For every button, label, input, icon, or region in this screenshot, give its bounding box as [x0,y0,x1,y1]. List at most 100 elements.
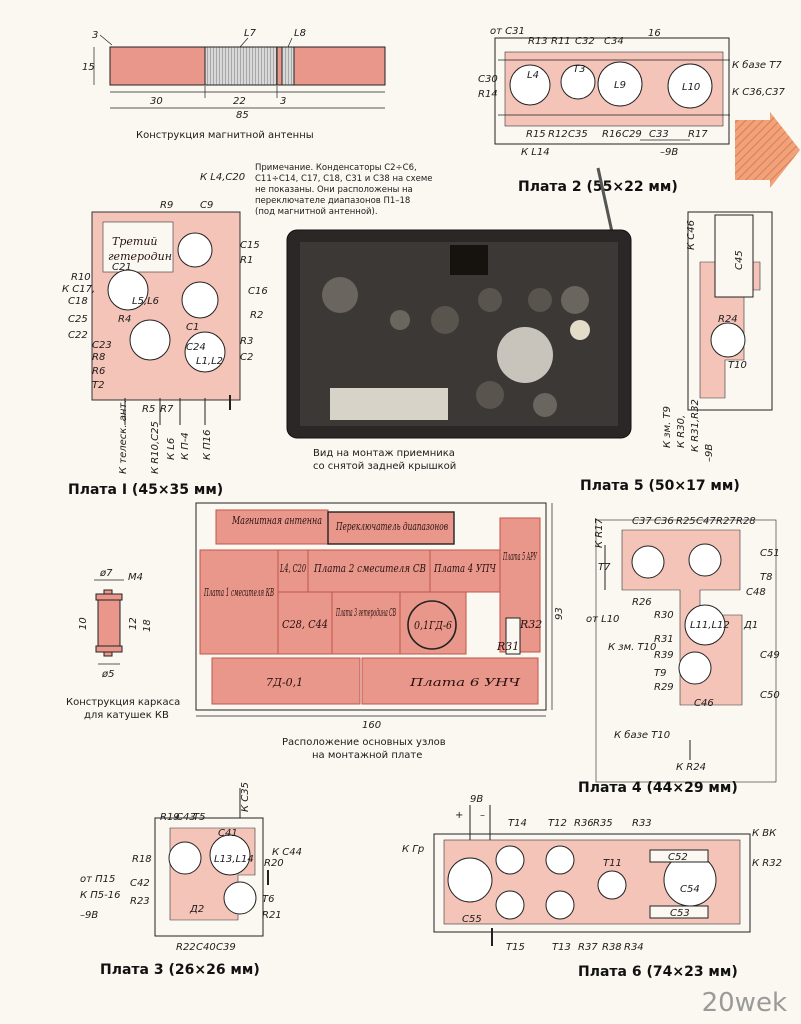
b4-l0: К R17 [594,517,605,548]
antenna-l7-label: L7 [244,28,257,39]
b4-l12: R26 [632,597,652,608]
note-line-2: C11÷C14, C17, C18, C31 и C38 на схеме [255,174,433,184]
b3-l4: C41 [218,828,238,839]
b4-l19: C49 [760,650,780,661]
b1-l6: C16 [248,286,268,297]
b3-l11: К П5-16 [80,890,121,901]
b5-l4: К зм. T9 [662,406,673,448]
board4-drawing [595,519,777,783]
b1-l5: R1 [240,255,253,266]
board6-drawing [433,805,751,946]
b6-l17: T13 [552,942,571,953]
board3-drawing [154,788,269,937]
b1-l24: C1 [186,322,199,333]
b2-l21: К L14 [521,147,550,158]
b2-l22: –9В [660,147,678,158]
b3-l13: T6 [262,894,274,905]
b5-l3: T10 [728,360,747,371]
lb-d7: 7Д-0,1 [266,676,303,689]
board1-title: Плата I (45×35 мм) [68,482,223,498]
b1-l3: C21 [112,262,132,273]
photo-caption-1: Вид на монтаж приемника [313,448,455,459]
b6-l11: C52 [668,852,688,863]
layout-dim-160: 160 [362,720,381,731]
b2-l4: C34 [604,36,624,47]
antenna-l8-label: L8 [294,28,306,39]
b5-l2: R24 [718,314,738,325]
b3-l1: R19 [160,812,180,823]
b6-l15: C53 [670,908,690,919]
frame-d12: 12 [128,617,139,630]
lb-switch: Переключатель диапазонов [335,520,448,533]
b3-l15: Д2 [189,904,204,915]
watermark: 20wek [701,988,787,1018]
b2-l12: К базе T7 [732,59,782,71]
b6-l3: T14 [508,818,527,829]
lb-r32: R32 [519,618,542,631]
b4-l24: К базе T10 [614,729,670,741]
antenna-caption: Конструкция магнитной антенны [136,130,314,141]
coil-frame-drawing [94,579,124,665]
lb-r31: R31 [496,640,519,653]
note-line-3: не показаны. Они расположены на [255,185,413,195]
b1-l30: К П16 [202,429,213,460]
layout-caption-1: Расположение основных узлов [282,737,446,748]
b4-l17: R31 [654,634,674,645]
b4-l2: C36 [654,516,674,527]
b3-l5: К C44 [272,847,302,858]
b4-l6: R28 [736,516,756,527]
b1-l4: C15 [240,240,260,251]
photo-caption-2: со снятой задней крышкой [313,461,456,472]
lb-board4: Плата 4 УПЧ [433,562,496,575]
b3-l10: C42 [130,878,150,889]
antenna-dim-3b: 3 [280,96,286,107]
lb-l4c20: L4, C20 [279,562,306,575]
b3-l18: C40 [196,942,216,953]
b2-l7: R14 [478,89,498,100]
b1-l14: C23 [92,340,112,351]
b2-l14: R15 [526,129,546,140]
b3-l9: от П15 [80,874,115,885]
b3-l2: C43 [176,812,196,823]
lb-board6: Плата 6 УНЧ [409,676,521,689]
b2-l16: C35 [568,129,588,140]
lb-board2: Плата 2 смесителя СВ [313,562,426,575]
b6-l9: К Гр [402,844,424,855]
b6-l13: C54 [680,884,700,895]
b1-l1: C9 [200,200,213,211]
b6-l10: T11 [603,858,622,869]
antenna-dim-22: 22 [233,96,246,107]
b4-l22: C50 [760,690,780,701]
b1-l0: R9 [160,200,173,211]
note-line-5: (под магнитной антенной). [255,207,378,217]
layout-blocks-text: Магнитная антенна Переключатель диапазон… [204,514,543,689]
b6-l8: К ВК [752,828,777,839]
lb-board5: Плата 5 АРУ [503,550,538,563]
b4-l9: T8 [760,572,772,583]
b6-l6: R35 [593,818,613,829]
b4-l20: T9 [654,668,666,679]
b3-l7: L13,L14 [214,854,254,865]
b4-l7: T7 [598,562,611,573]
board3-title: Плата 3 (26×26 мм) [100,962,260,978]
board1-bottom-leads: К телеск. ант. К R10,C25 К L6 К П-4 К П1… [118,400,213,474]
b3-l14: –9В [80,910,98,921]
b3-l12: R23 [130,896,150,907]
b3-l6: R18 [132,854,152,865]
b1-l13: R4 [118,314,131,325]
b6-l0: 9В [470,794,483,805]
b2-l13: К C36,C37 [732,87,786,98]
b4-l10: C48 [746,587,766,598]
b5-l7: –9В [704,444,715,462]
frame-d10: 10 [78,617,89,630]
b2-l9: T3 [573,64,585,75]
b1-l12: L5,L6 [132,296,159,307]
b6-l12: К R32 [752,858,782,869]
b1-l18: C24 [186,342,206,353]
b3-l19: C39 [216,942,236,953]
board1-sub-2: гетеродин [108,250,172,263]
b5-l5: К R30, [676,415,687,448]
b1-l23: R5 [142,404,155,415]
b4-l5: R27 [716,516,736,527]
